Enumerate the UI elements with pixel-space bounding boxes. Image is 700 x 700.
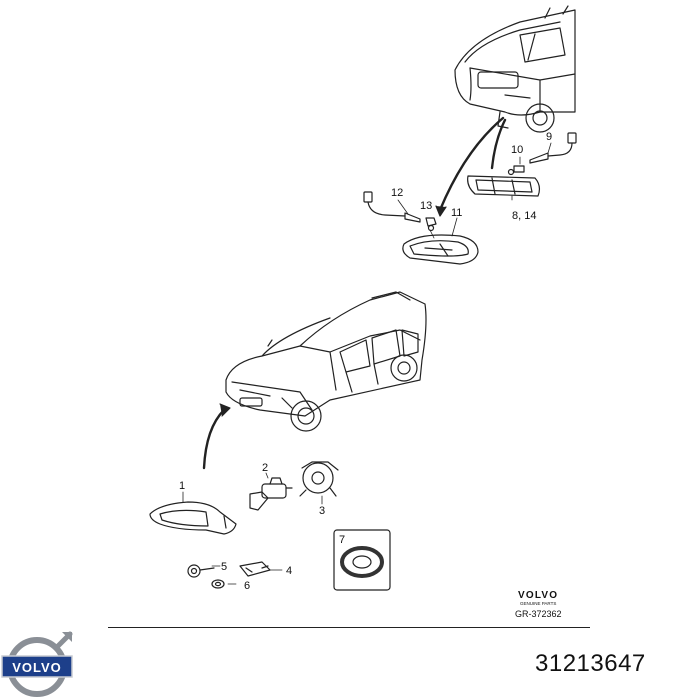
callout-13: 13 bbox=[420, 200, 432, 212]
callout-6: 6 bbox=[244, 580, 250, 592]
callout-12: 12 bbox=[391, 187, 403, 199]
callout-9: 9 bbox=[546, 131, 552, 143]
pointer-arrow-left bbox=[438, 116, 505, 212]
bulb-2 bbox=[249, 477, 293, 511]
wiring-harness-12 bbox=[363, 191, 421, 223]
footer-divider bbox=[108, 627, 590, 628]
callout-4: 4 bbox=[286, 565, 292, 577]
screw-5 bbox=[187, 564, 215, 578]
bulb-13 bbox=[425, 217, 437, 232]
callout-7: 7 bbox=[339, 534, 345, 546]
callout-1: 1 bbox=[179, 480, 185, 492]
stamp-subtitle: GENUINE PARTS bbox=[520, 601, 556, 606]
logo-text: VOLVO bbox=[12, 660, 62, 675]
part-number: 31213647 bbox=[535, 650, 646, 677]
bulb-holder-3 bbox=[299, 461, 339, 497]
stamp-brand: VOLVO bbox=[518, 590, 558, 601]
volvo-logo: VOLVO bbox=[1, 631, 73, 697]
callout-11: 11 bbox=[451, 207, 462, 219]
washer-6 bbox=[211, 579, 225, 589]
bulb-10 bbox=[507, 165, 525, 176]
rear-car-illustration bbox=[454, 5, 576, 133]
callout-10: 10 bbox=[511, 144, 523, 156]
callout-8-14: 8, 14 bbox=[512, 210, 536, 222]
callout-2: 2 bbox=[262, 462, 268, 474]
pointer-arrow-front bbox=[202, 408, 226, 470]
callout-3: 3 bbox=[319, 505, 325, 517]
callout-labels: 9 10 12 13 11 8, 14 2 1 3 7 5 4 6 bbox=[179, 131, 552, 592]
pointer-arrow-right bbox=[490, 118, 507, 170]
front-car-illustration bbox=[225, 291, 427, 432]
rear-lamp-8-14 bbox=[467, 175, 541, 197]
wiring-harness-9 bbox=[529, 132, 577, 164]
genuine-parts-stamp: VOLVO GENUINE PARTS GR-372362 bbox=[515, 590, 562, 619]
rear-reflector-11 bbox=[402, 234, 479, 265]
stamp-ref: GR-372362 bbox=[515, 609, 562, 619]
clip-4 bbox=[239, 561, 271, 577]
callout-5: 5 bbox=[221, 561, 227, 573]
seal-ring-7-box bbox=[333, 529, 391, 591]
fog-lamp-1 bbox=[149, 501, 237, 535]
